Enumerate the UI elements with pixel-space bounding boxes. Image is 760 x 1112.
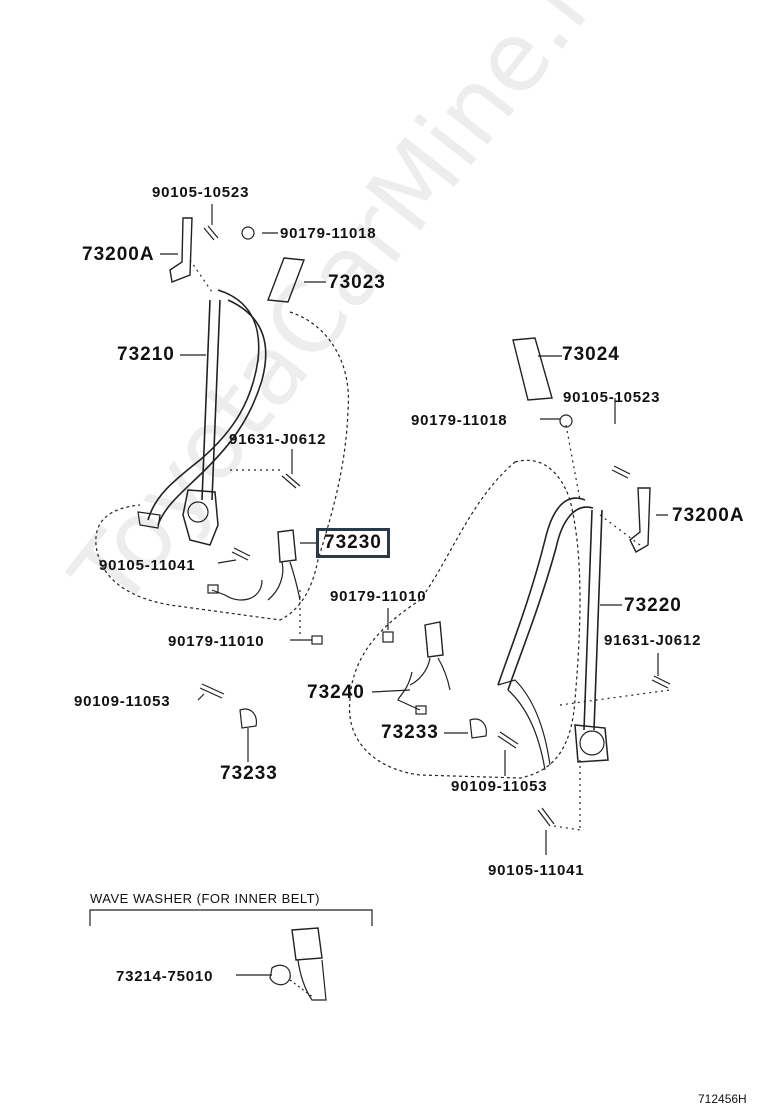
right-buckle-wire (397, 671, 421, 711)
part-label: 90105-10523 (563, 389, 661, 406)
left-seat-outline (95, 311, 350, 621)
part-label: 73214-75010 (116, 968, 214, 985)
wave-washer (269, 964, 291, 986)
part-label: 90179-11018 (280, 225, 377, 242)
left-retractor (182, 489, 219, 546)
part-label: 90179-11018 (411, 412, 508, 429)
part-label: 90105-10523 (152, 184, 250, 201)
part-label: 73220 (624, 595, 682, 616)
right-belt-webbing (497, 497, 586, 686)
bolt-right-top (611, 465, 631, 479)
bolt-90105-11041-right (537, 807, 555, 827)
part-label: 73210 (117, 344, 175, 365)
left-buckle-wire (211, 579, 263, 601)
part-label: 91631-J0612 (229, 431, 327, 448)
highlighted-part-label[interactable]: 73230 (316, 528, 390, 558)
part-label: 73233 (381, 722, 439, 743)
right-retractor (574, 724, 609, 763)
part-label: 90179-11010 (168, 633, 265, 650)
part-label: 73240 (307, 682, 365, 703)
part-label: 90105-11041 (99, 557, 196, 574)
bolt-91631-left (281, 473, 301, 489)
right-buckle (424, 621, 444, 658)
left-belt-vertical (201, 299, 221, 501)
pillar-cover-73023 (267, 257, 305, 303)
left-upper-anchor (169, 217, 193, 283)
right-seat-outline (348, 459, 581, 779)
part-label: 73200A (82, 244, 155, 265)
bolt-91631-right (651, 675, 671, 689)
part-label: 90105-11041 (488, 862, 585, 879)
cover-73233-right (469, 718, 487, 739)
inner-belt-buckle (291, 927, 323, 961)
part-label: 73023 (328, 272, 386, 293)
wave-washer-bracket (89, 909, 373, 926)
cover-73233-left (239, 708, 257, 729)
right-belt-vertical (583, 509, 603, 731)
part-label: 90109-11053 (451, 778, 548, 795)
bolt-90105-11041-left (231, 547, 251, 561)
part-label: 90109-11053 (74, 693, 171, 710)
part-label: 90179-11010 (330, 588, 427, 605)
right-upper-anchor (629, 487, 651, 553)
part-label: 73200A (672, 505, 745, 526)
wave-washer-note: WAVE WASHER (FOR INNER BELT) (90, 891, 320, 906)
part-label: 73024 (562, 344, 620, 365)
bolt-90109-left (199, 683, 225, 699)
bolt-90105-10523-left (203, 225, 219, 241)
figure-id: 712456H (698, 1092, 747, 1106)
bolt-90109-right (497, 731, 519, 749)
part-label: 91631-J0612 (604, 632, 702, 649)
part-label: 73233 (220, 763, 278, 784)
pillar-cover-73024 (512, 337, 553, 401)
left-buckle (277, 529, 297, 563)
